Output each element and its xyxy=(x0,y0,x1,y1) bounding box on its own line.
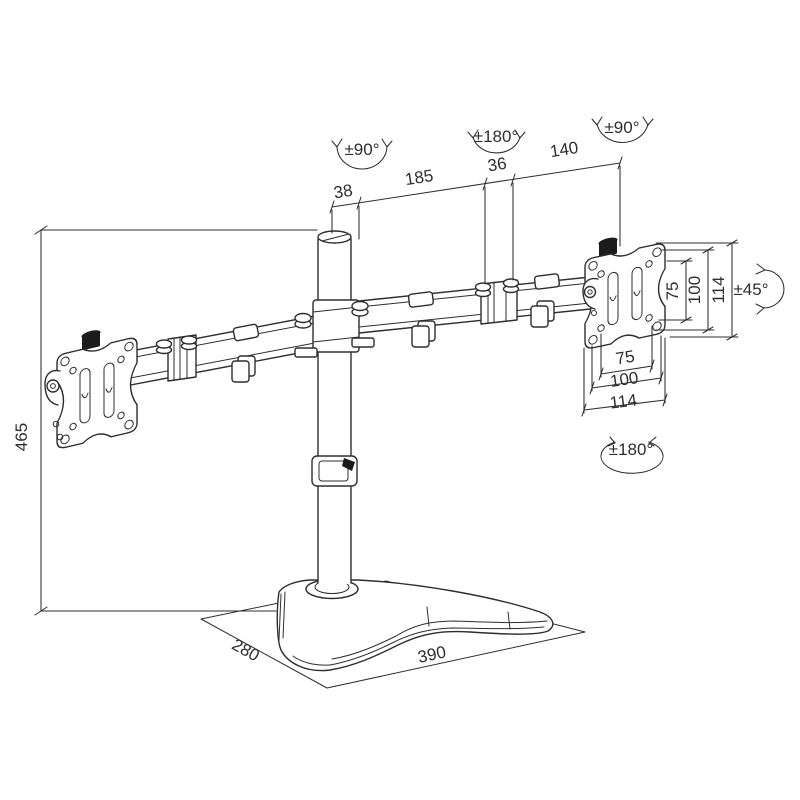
vesa-hole xyxy=(645,260,653,268)
left-plate-hinge xyxy=(44,369,64,441)
joint-bolt xyxy=(474,282,492,292)
vesa-hole xyxy=(117,411,125,420)
dim-label-38: 38 xyxy=(332,181,354,203)
dim-label-185: 185 xyxy=(404,166,435,189)
dim-label-h114: 114 xyxy=(609,390,638,412)
vesa-hole xyxy=(588,260,598,271)
base-plate xyxy=(276,578,554,672)
dimension-height-465: 465 xyxy=(12,225,318,616)
cable-strap xyxy=(533,273,560,290)
right-vesa-plate xyxy=(582,237,666,349)
dim-label-280: 280 xyxy=(229,635,263,665)
clamp-bolt-right-head xyxy=(351,300,369,312)
vesa-hole xyxy=(588,334,598,345)
rotation-vesa-tilt-45: ±45° xyxy=(733,263,785,315)
vesa-hole xyxy=(645,314,653,322)
dim-label-v114: 114 xyxy=(709,276,728,303)
dim-label-140: 140 xyxy=(549,138,580,161)
vesa-slot xyxy=(103,362,115,418)
vesa-hole xyxy=(69,366,77,375)
cable-clip xyxy=(530,300,555,328)
left-vesa-plate xyxy=(44,330,138,449)
vesa-hole xyxy=(652,247,662,258)
vesa-slot xyxy=(607,271,619,326)
arm-cable-clips xyxy=(231,300,555,383)
cable-clip xyxy=(411,320,436,348)
rot-label-vesa-swivel: ±90° xyxy=(604,118,639,137)
vesa-hole xyxy=(597,324,605,332)
arm-cable-straps xyxy=(232,273,560,342)
vesa-slot xyxy=(631,266,643,321)
right-plate-hinge xyxy=(582,277,599,316)
joint-bolt xyxy=(502,278,520,288)
pole-clamp xyxy=(294,299,375,358)
vesa-hole xyxy=(124,341,134,352)
vesa-hole xyxy=(69,422,77,431)
dim-label-36: 36 xyxy=(486,154,508,176)
hinge-bolt xyxy=(46,379,60,393)
cable-strap xyxy=(232,323,260,342)
vesa-hole xyxy=(60,356,70,367)
pole-cable-clip xyxy=(311,455,358,487)
rot-label-joint: ±180° xyxy=(474,127,519,146)
arm-right-segment xyxy=(339,275,601,336)
cable-clip xyxy=(231,355,256,383)
rot-label-vesa-tilt: ±45° xyxy=(733,280,768,299)
joint-bolt xyxy=(180,335,198,345)
dimension-arm-chain: 38 185 36 140 xyxy=(329,138,623,285)
vesa-hole xyxy=(124,419,134,430)
vesa-hole xyxy=(117,355,125,364)
vesa-hole xyxy=(597,270,605,278)
rot-label-vesa-rotate: ±180° xyxy=(609,440,654,459)
rotation-vesa-swivel-90: ±90° xyxy=(591,116,654,143)
joint-bolt xyxy=(155,339,173,349)
left-arm-joint xyxy=(155,334,198,382)
cable-strap xyxy=(407,291,434,308)
dim-label-v75: 75 xyxy=(663,282,682,301)
dimension-vesa-horizontal: 75 100 114 xyxy=(581,325,668,417)
rotation-vesa-rotate-180: ±180° xyxy=(600,436,664,474)
dim-label-h75: 75 xyxy=(614,347,636,369)
dim-label-465: 465 xyxy=(12,423,31,451)
dim-label-v100: 100 xyxy=(685,276,704,304)
right-arm-joint xyxy=(474,278,520,325)
rot-label-pole: ±90° xyxy=(344,140,379,159)
vesa-slot xyxy=(79,368,91,424)
rotation-pole-90: ±90° xyxy=(331,138,393,170)
hinge-bolt xyxy=(583,285,597,299)
vesa-hole xyxy=(60,434,70,445)
rotation-joint-180: ±180° xyxy=(467,127,526,154)
dimension-vesa-vertical: 75 100 114 xyxy=(655,239,739,341)
pole xyxy=(311,230,358,584)
arm-left-segment xyxy=(119,314,321,388)
clamp-bolt-left-head xyxy=(294,312,312,324)
dim-label-h100: 100 xyxy=(609,368,640,391)
